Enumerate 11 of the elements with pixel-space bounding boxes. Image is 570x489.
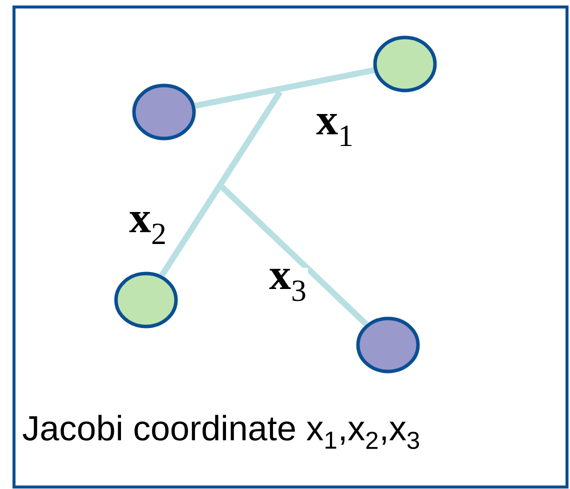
- connector-line: [220, 184, 368, 327]
- connector-line: [159, 90, 283, 278]
- ellipse-node: [356, 316, 420, 374]
- ellipse-node: [373, 36, 437, 92]
- edge-label: x$_{2}$: [128, 210, 168, 245]
- caption: Jacobi coordinate x$_{1}$,x$_{2}$,x$_{3}$: [22, 414, 419, 450]
- connector-line: [194, 67, 375, 109]
- ellipse-node: [114, 272, 178, 328]
- edge-label: x$_{3}$: [268, 268, 308, 302]
- edge-label: x$_{1}$: [315, 113, 355, 147]
- ellipse-node: [132, 84, 196, 140]
